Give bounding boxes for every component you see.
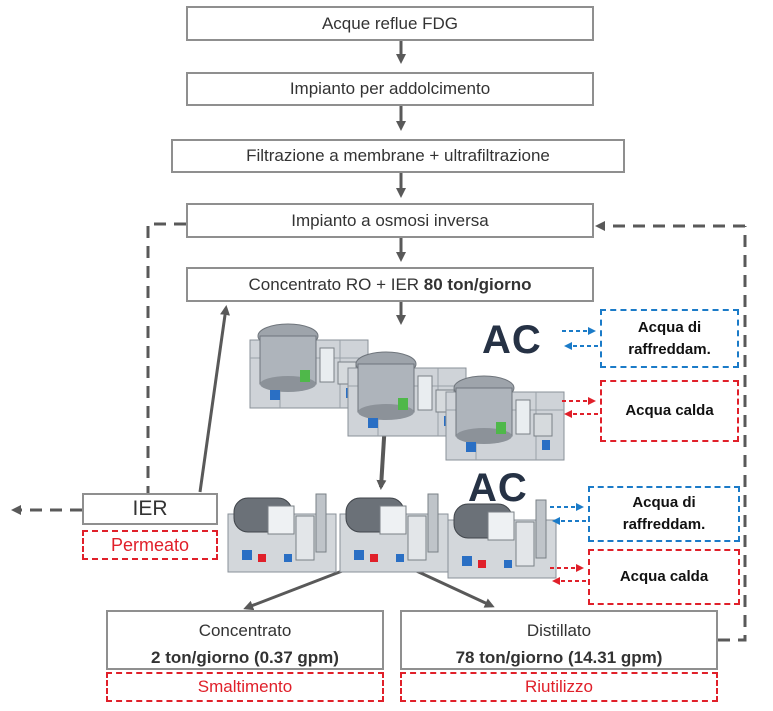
softening-plant-box: Impianto per addolcimento: [186, 72, 594, 106]
hot-water-box: Acqua calda: [588, 549, 740, 605]
reuse-box: Riutilizzo: [400, 672, 718, 702]
reverse-osmosis-box: Impianto a osmosi inversa: [186, 203, 594, 238]
cooling-water-box: Acqua di raffreddam.: [600, 309, 739, 368]
ac-label-evaporators: AC: [482, 318, 542, 362]
disposal-box: Smaltimento: [106, 672, 384, 702]
concentrate-output-amount: 2 ton/giorno (0.37 gpm): [151, 648, 339, 667]
cooling-water-box: Acqua di raffreddam.: [588, 486, 740, 542]
fdg-wastewater-box: Acque reflue FDG: [186, 6, 594, 41]
concentrate-output-box: Concentrato 2 ton/giorno (0.37 gpm): [106, 610, 384, 670]
dashed-ro-to-ier: [82, 222, 186, 512]
arrow-to-concentrate-output: [243, 566, 351, 611]
dashed-distillate-return: [718, 226, 747, 642]
membrane-filtration-box: Filtrazione a membrane + ultrafiltrazion…: [171, 139, 625, 173]
ro-concentrate-label: Concentrato RO + IER: [248, 274, 424, 294]
ro-concentrate-box: Concentrato RO + IER 80 ton/giorno: [186, 267, 594, 302]
arrow-to-distillate-output: [409, 566, 495, 608]
permeate-box: Permeato: [82, 530, 218, 560]
ier-box: IER: [82, 493, 218, 525]
ro-concentrate-amount: 80 ton/giorno: [423, 274, 532, 294]
crystallizer-unit-icon: [339, 493, 449, 573]
ac-label-crystallizers: AC: [468, 466, 528, 510]
crystallizer-unit-icon: [227, 493, 337, 573]
evaporator-unit-icon: [445, 375, 565, 461]
concentrate-output-title: Concentrato: [198, 621, 292, 640]
distillate-output-box: Distillato 78 ton/giorno (14.31 gpm): [400, 610, 718, 670]
crystallizer-unit-icon: [447, 499, 557, 579]
arrow-ier-to-concentrate: [198, 305, 230, 493]
distillate-output-title: Distillato: [526, 621, 592, 640]
hot-water-box: Acqua calda: [600, 380, 739, 442]
distillate-output-amount: 78 ton/giorno (14.31 gpm): [455, 648, 663, 667]
